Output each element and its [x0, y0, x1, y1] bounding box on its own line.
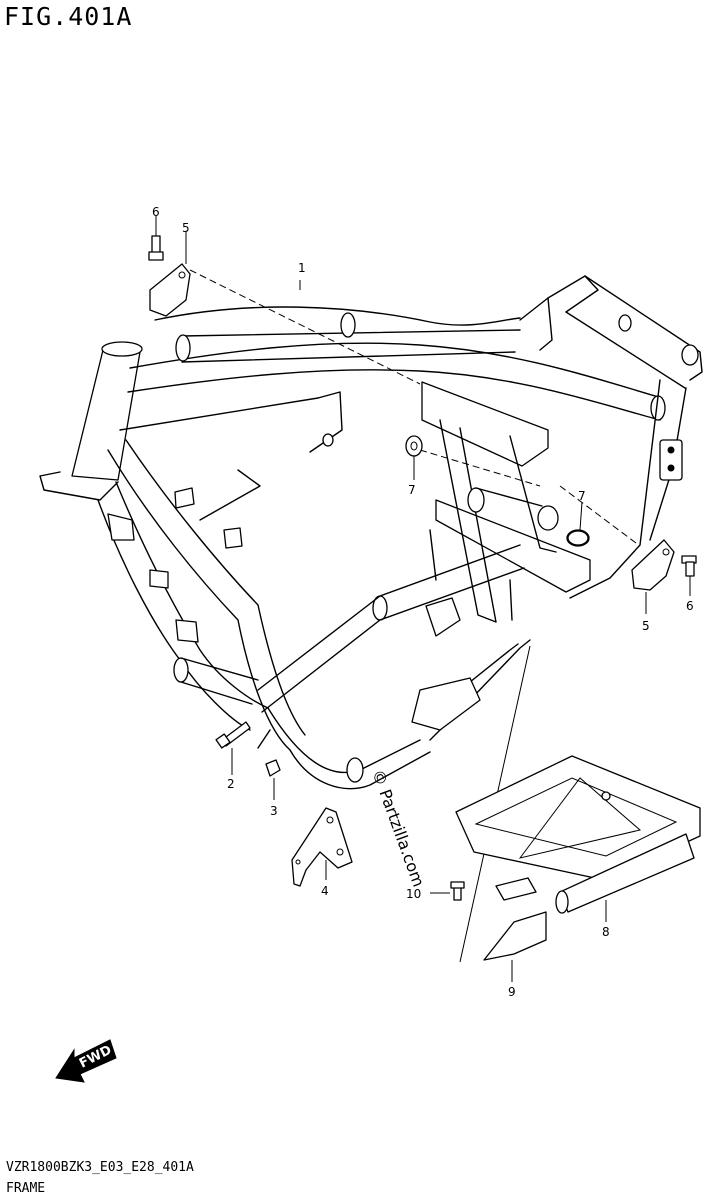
figure-title: FIG.401A — [4, 2, 133, 31]
bolt-6-upper[interactable] — [148, 235, 164, 261]
callout-7-right: 7 — [578, 489, 586, 503]
watermark: © Partzilla.com — [368, 767, 428, 890]
bolt-6-lower[interactable] — [681, 555, 697, 577]
caption: FRAME — [6, 1181, 46, 1196]
callout-6-lower: 6 — [686, 599, 694, 613]
callout-1: 1 — [298, 261, 306, 275]
bolt-2[interactable] — [215, 721, 251, 749]
mounting-plate-left[interactable] — [149, 263, 191, 317]
fwd-arrow-icon: FWD — [55, 1039, 117, 1083]
callout-5-upper: 5 — [182, 221, 190, 235]
callout-7-left: 7 — [408, 483, 416, 497]
nut-3[interactable] — [265, 759, 281, 777]
main-frame[interactable] — [39, 275, 703, 790]
callout-8: 8 — [602, 925, 610, 939]
bracket-4[interactable] — [291, 807, 353, 887]
lower-frame-8[interactable] — [455, 755, 701, 914]
bushing-7-right[interactable] — [567, 530, 589, 546]
mounting-plate-right[interactable] — [631, 539, 675, 591]
cover-9[interactable] — [483, 911, 547, 961]
callout-3: 3 — [270, 804, 278, 818]
callout-2: 2 — [227, 777, 235, 791]
bushing-7-left[interactable] — [405, 435, 423, 457]
callout-9: 9 — [508, 985, 516, 999]
callout-4: 4 — [321, 884, 329, 898]
callout-6-upper: 6 — [152, 205, 160, 219]
bolt-10[interactable] — [450, 881, 465, 901]
callout-5-lower: 5 — [642, 619, 650, 633]
drawing-code: VZR1800BZK3_E03_E28_401A — [6, 1160, 194, 1175]
callout-10: 10 — [406, 887, 421, 901]
